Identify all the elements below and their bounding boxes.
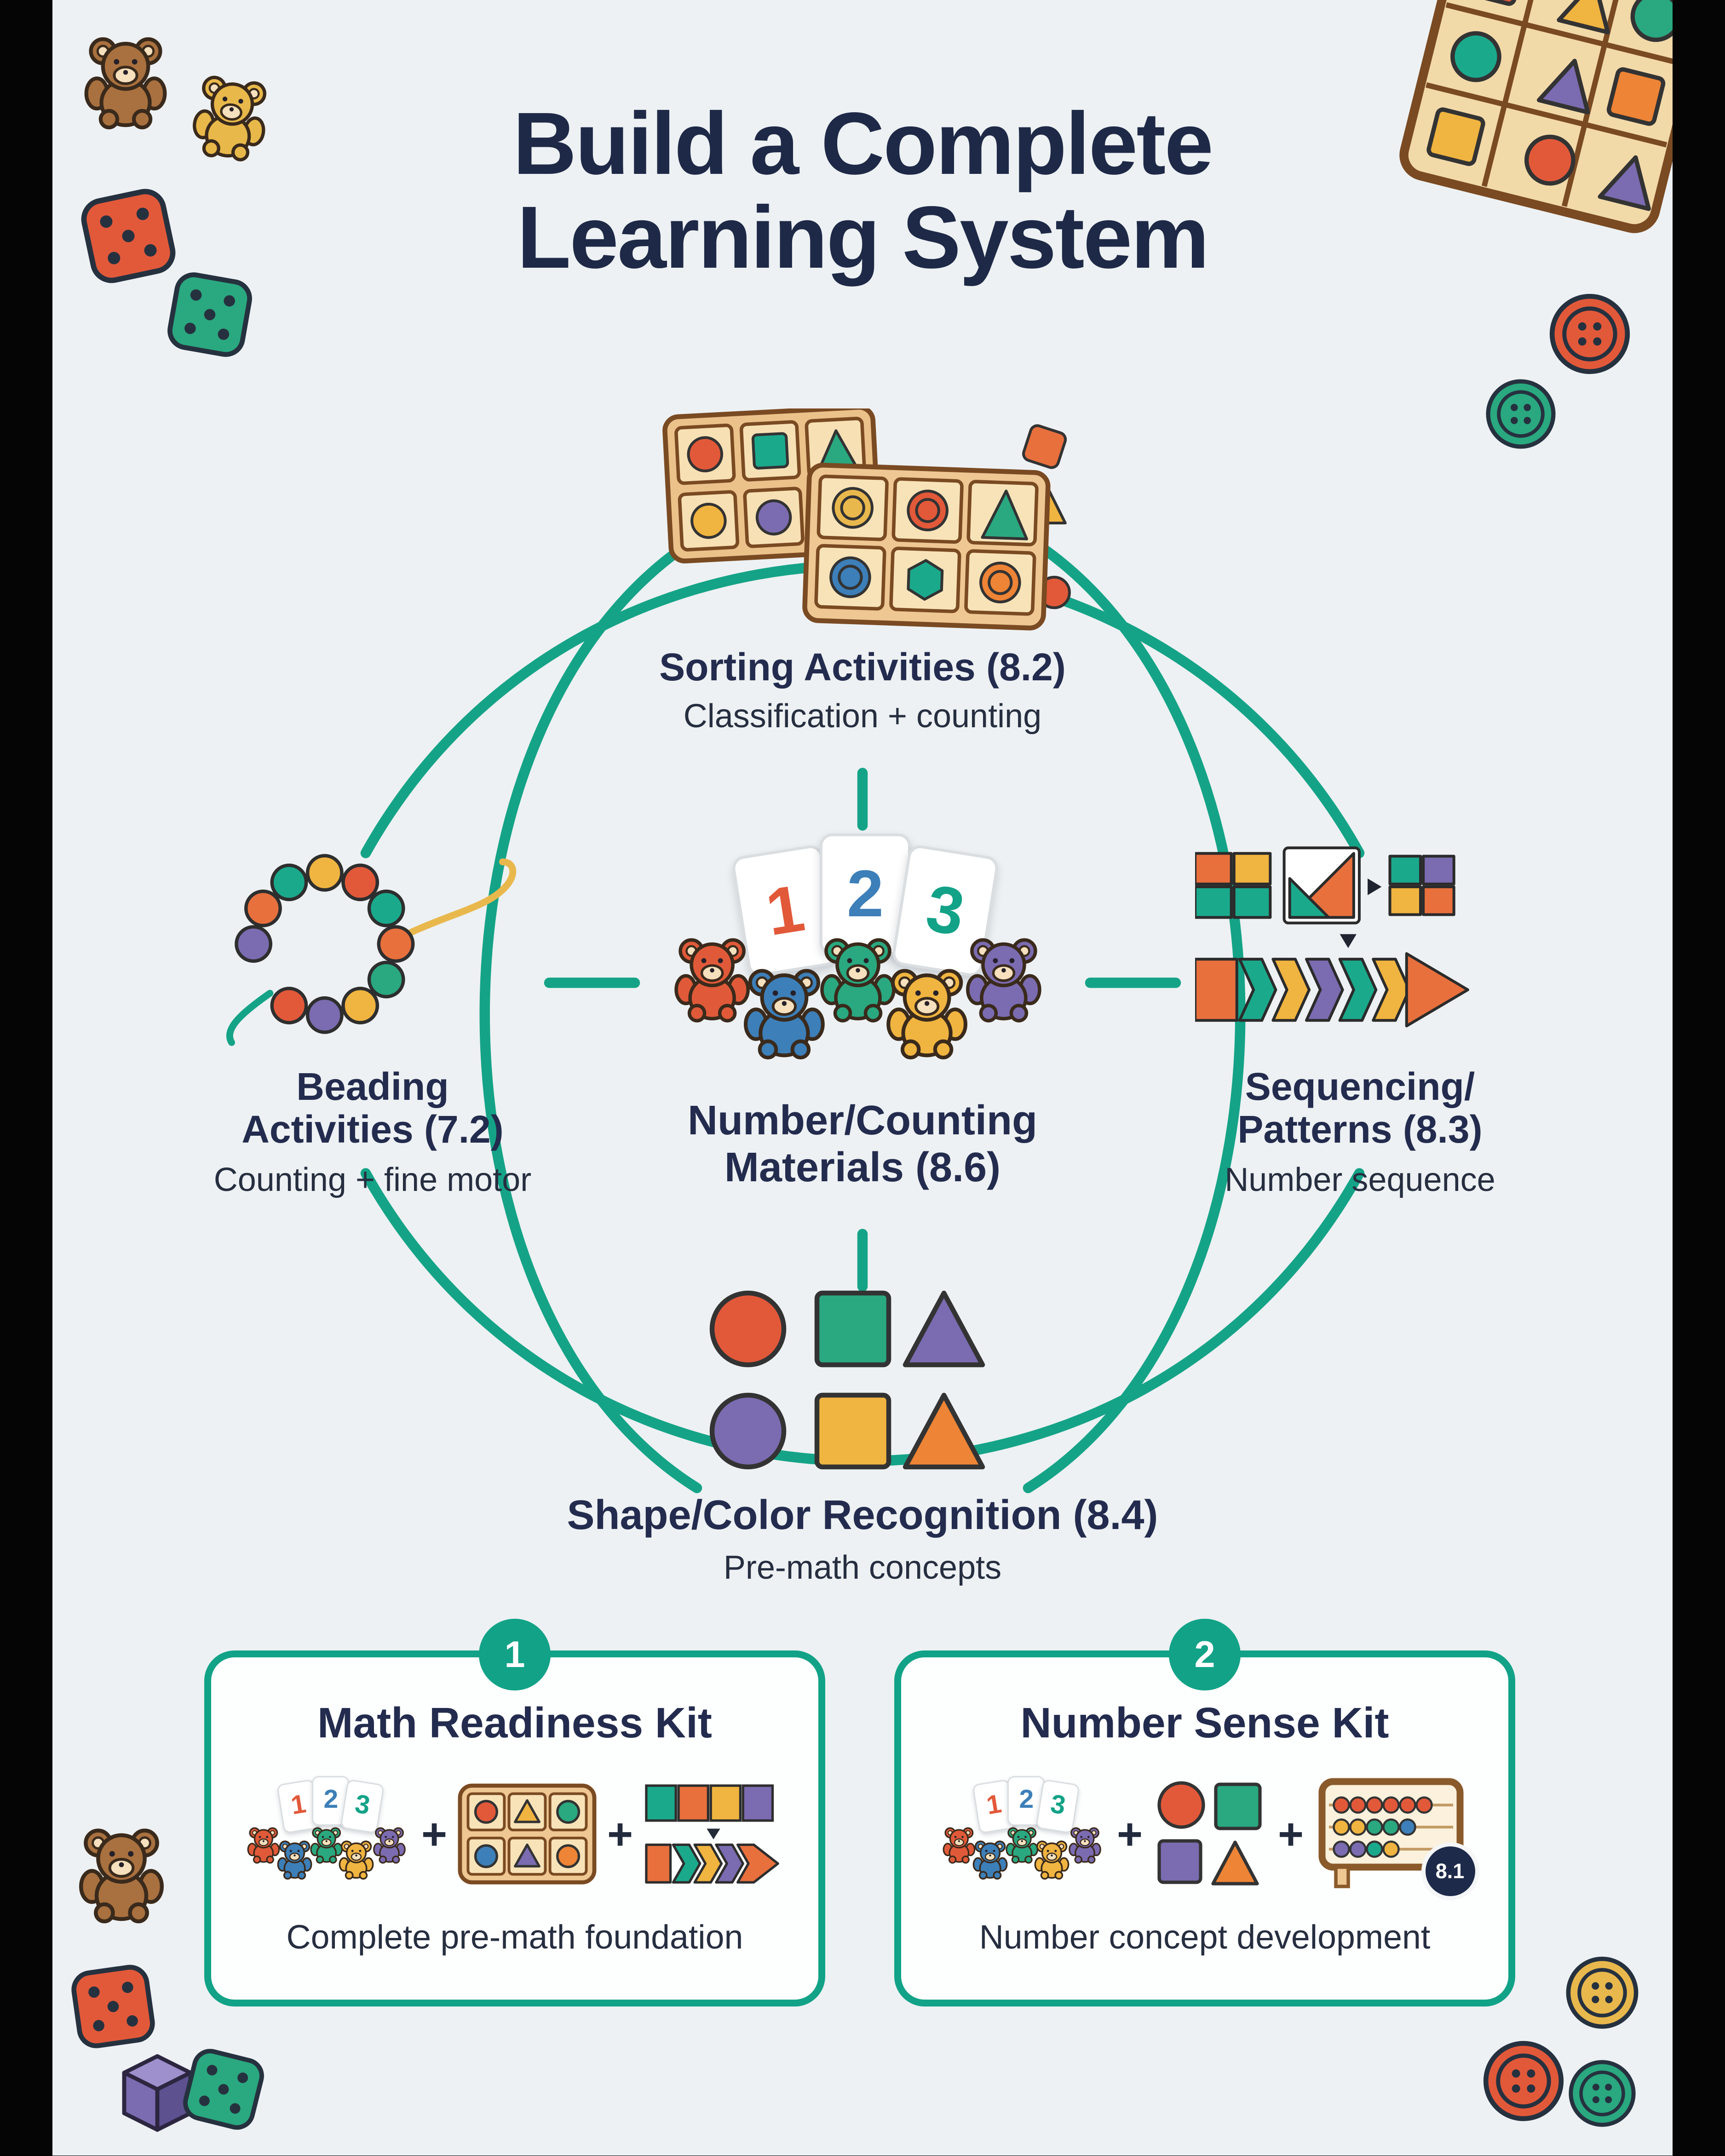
mini-number-counting-icon: 1 2 3 bbox=[942, 1776, 1107, 1892]
mini-sorting-tray-icon bbox=[458, 1783, 597, 1885]
counting-bears-icon bbox=[247, 1827, 406, 1880]
abacus-ref-badge: 8.1 bbox=[1421, 1842, 1479, 1900]
kit-title: Math Readiness Kit bbox=[317, 1699, 712, 1747]
beading-subtitle: Counting + fine motor bbox=[213, 1161, 532, 1199]
kit-caption: Complete pre-math foundation bbox=[286, 1920, 743, 1957]
die-icon bbox=[66, 1960, 160, 2053]
bead-string-illustration bbox=[226, 854, 517, 1046]
mini-pattern-cards-icon bbox=[644, 1784, 779, 1884]
abacus-icon: 8.1 bbox=[1313, 1776, 1479, 1900]
sorting-title: Sorting Activities (8.2) bbox=[659, 646, 1066, 689]
button-icon bbox=[1482, 2040, 1565, 2122]
letterbox-bar bbox=[1673, 0, 1725, 2156]
sequencing-illustration bbox=[1195, 846, 1469, 1028]
kit-card-math-readiness: 1 Math Readiness Kit 1 2 3 + bbox=[204, 1619, 825, 2007]
sorting-subtitle: Classification + counting bbox=[683, 699, 1042, 736]
button-icon bbox=[1548, 293, 1631, 375]
plus-sign: + bbox=[1116, 1808, 1143, 1858]
sequencing-title-line-2: Patterns (8.3) bbox=[1237, 1109, 1483, 1152]
sequencing-label: Sequencing/ Patterns (8.3) Number sequen… bbox=[1115, 1065, 1605, 1200]
shapes-illustration bbox=[709, 1290, 985, 1470]
title-line-1: Build a Complete bbox=[512, 94, 1213, 193]
beading-title-line-1: Beading bbox=[296, 1065, 449, 1108]
center-label: Number/Counting Materials (8.6) bbox=[580, 1098, 1145, 1191]
kit-caption: Number concept development bbox=[979, 1920, 1431, 1957]
number-counting-illustration: 1 2 3 bbox=[646, 831, 1079, 1079]
mini-number-card: 2 bbox=[1007, 1776, 1045, 1826]
teddy-bear-icon bbox=[75, 1824, 168, 1924]
kit-number-badge: 1 bbox=[479, 1619, 551, 1690]
mini-number-counting-icon: 1 2 3 bbox=[246, 1776, 412, 1892]
plus-sign: + bbox=[607, 1808, 633, 1858]
kit-title: Number Sense Kit bbox=[1020, 1699, 1389, 1747]
mini-shapes-icon bbox=[1157, 1781, 1262, 1886]
letterbox-bar bbox=[0, 0, 52, 2156]
kit-card-number-sense: 2 Number Sense Kit 1 2 3 + bbox=[894, 1619, 1515, 2007]
beading-label: Beading Activities (7.2) Counting + fine… bbox=[131, 1065, 614, 1200]
title-line-2: Learning System bbox=[517, 188, 1209, 288]
sequencing-title-line-1: Sequencing/ bbox=[1245, 1065, 1475, 1108]
button-icon bbox=[1485, 378, 1557, 450]
shapes-label: Shape/Color Recognition (8.4) Pre-math c… bbox=[414, 1493, 1311, 1588]
counting-bears-icon bbox=[671, 922, 1054, 1075]
sorting-trays-illustration bbox=[662, 408, 1071, 631]
poster-title: Build a Complete Learning System bbox=[0, 94, 1725, 288]
button-icon bbox=[1568, 2059, 1637, 2128]
counting-bears-icon bbox=[943, 1827, 1102, 1880]
shapes-subtitle: Pre-math concepts bbox=[723, 1549, 1002, 1587]
center-title-line-1: Number/Counting bbox=[688, 1098, 1037, 1144]
button-icon bbox=[1565, 1955, 1639, 2030]
plus-sign: + bbox=[1278, 1808, 1304, 1858]
plus-sign: + bbox=[421, 1808, 447, 1858]
sorting-label: Sorting Activities (8.2) Classification … bbox=[414, 646, 1311, 737]
sequencing-subtitle: Number sequence bbox=[1225, 1161, 1495, 1199]
shapes-title: Shape/Color Recognition (8.4) bbox=[567, 1493, 1158, 1539]
kit-illustration: 1 2 3 + + bbox=[901, 1765, 1508, 1903]
beading-title-line-2: Activities (7.2) bbox=[242, 1109, 504, 1152]
kit-number-badge: 2 bbox=[1169, 1619, 1241, 1690]
kit-illustration: 1 2 3 + bbox=[211, 1765, 818, 1903]
center-title-line-2: Materials (8.6) bbox=[724, 1144, 1001, 1190]
